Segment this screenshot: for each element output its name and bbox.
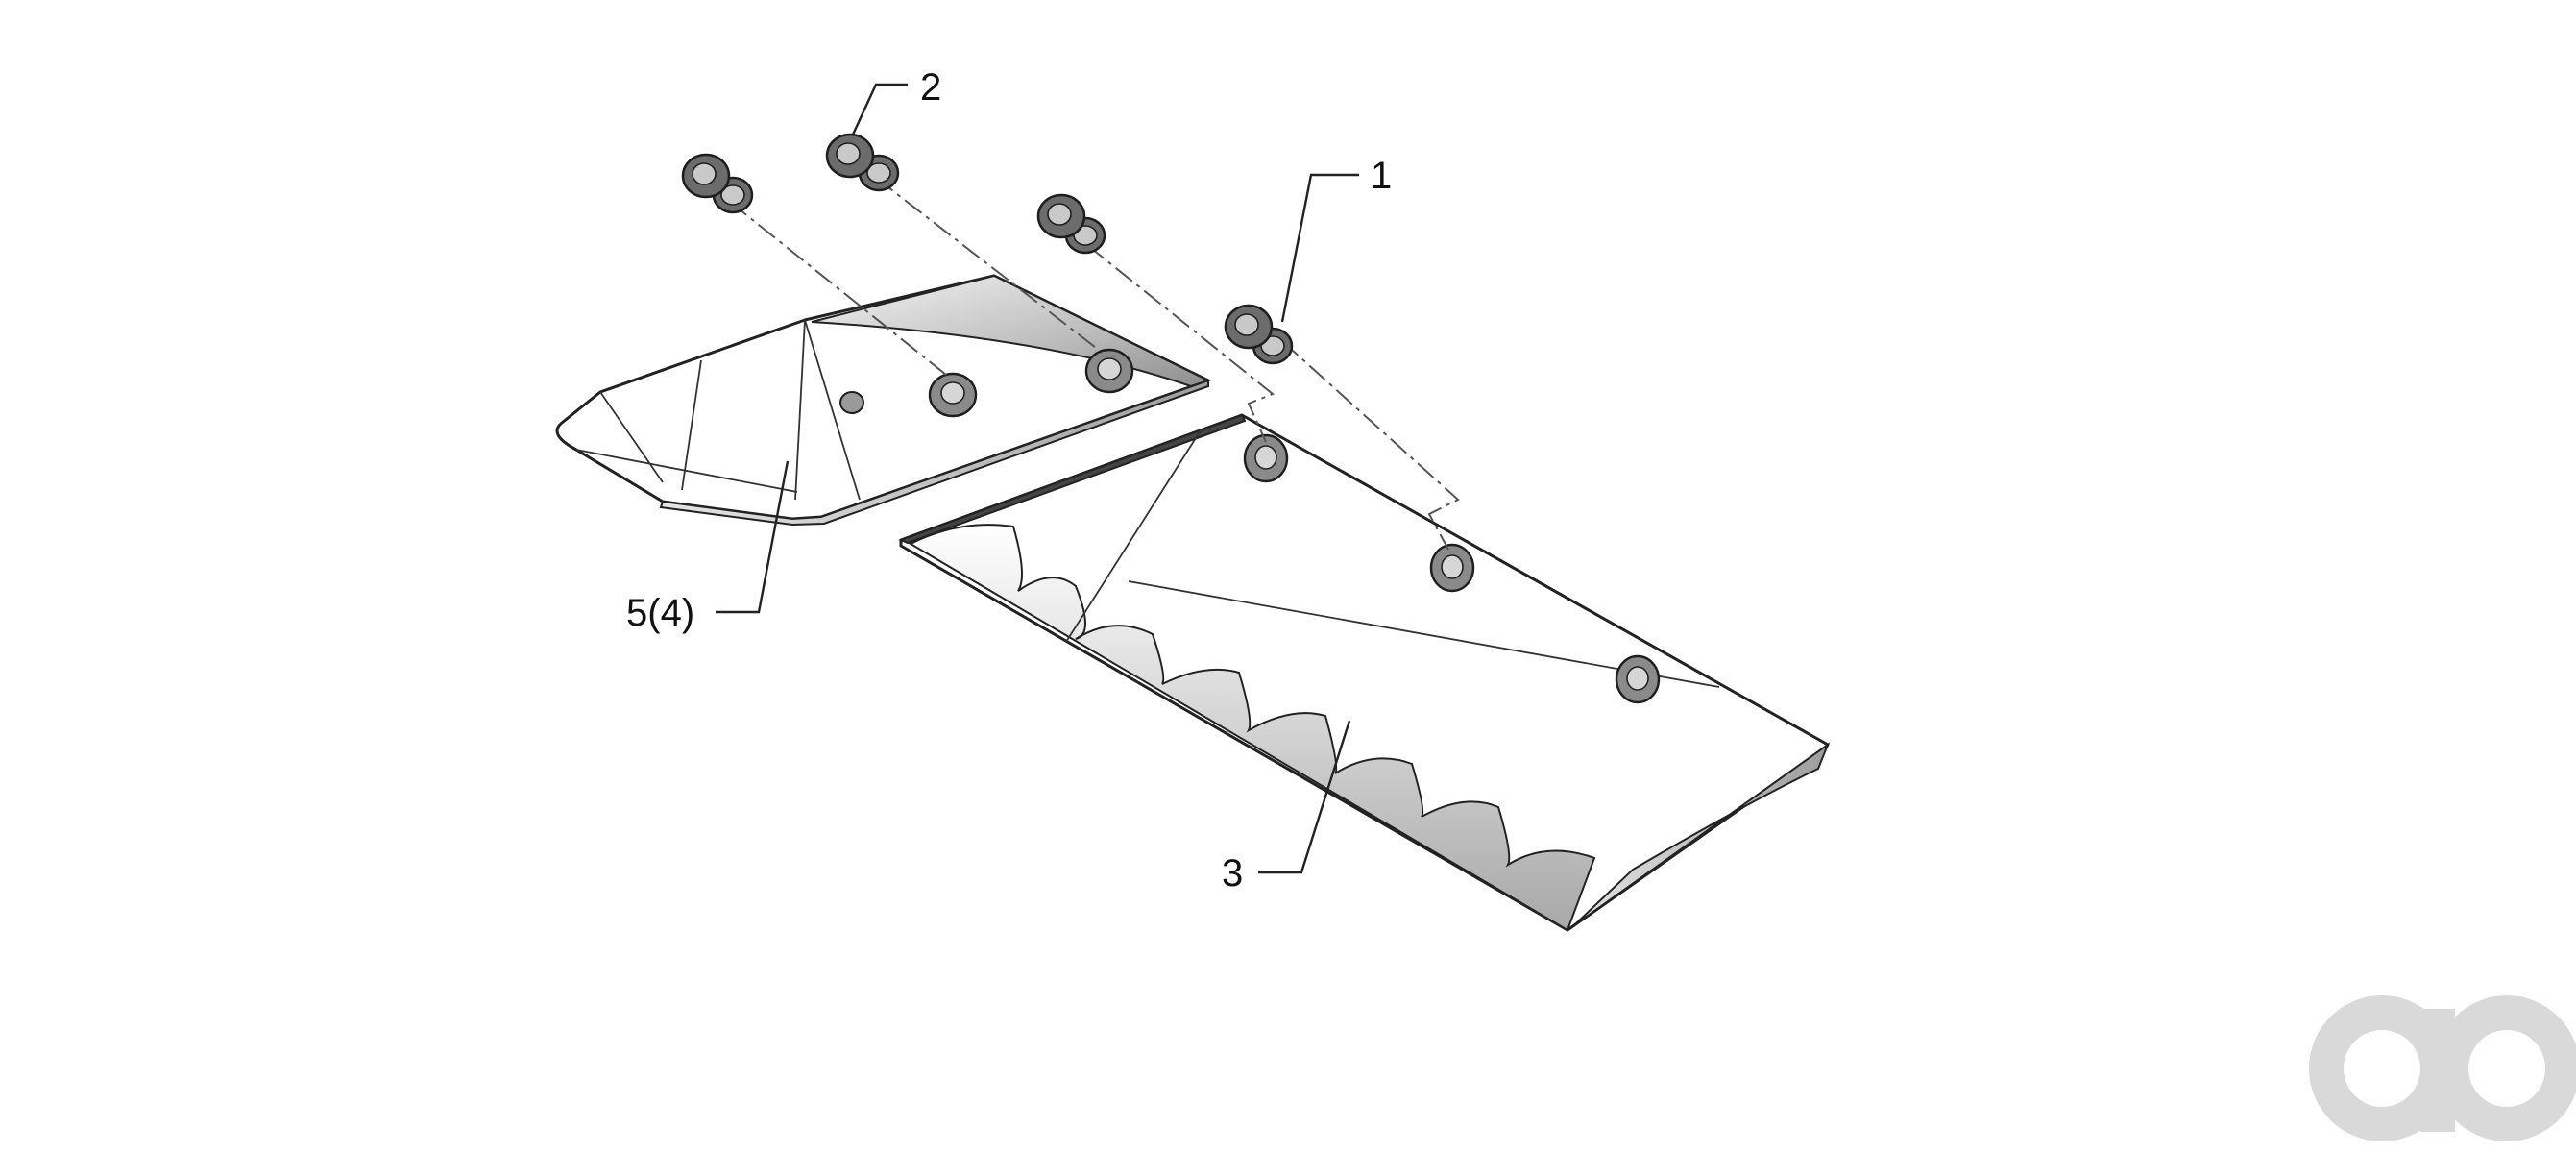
watermark-logo — [2309, 995, 2576, 1141]
blade-hole-1 — [1243, 433, 1289, 483]
upper-plate-edge-bevel — [659, 379, 1209, 527]
upper-plate-hole-2 — [1084, 348, 1134, 394]
callout-5: 5(4) — [626, 460, 790, 634]
callout-2: 2 — [851, 66, 941, 135]
bolt-fastener-c — [1036, 193, 1106, 255]
callout-1-label: 1 — [1371, 155, 1392, 197]
blade-top-bevel — [898, 413, 1247, 545]
callout-1: 1 — [1280, 155, 1392, 323]
blade-serrations — [908, 524, 1596, 932]
blade-edge-bevel — [1567, 742, 1831, 931]
upper-plate-small-hole — [839, 391, 864, 414]
callout-3-label: 3 — [1222, 852, 1243, 895]
bolt-fastener-a — [681, 153, 754, 214]
callout-5-label: 5(4) — [626, 592, 694, 634]
part-3-serrated-blade — [898, 413, 1831, 932]
bolt-fastener-d — [1224, 304, 1294, 365]
bolt-fastener-b — [825, 133, 900, 192]
part-5-upper-plate — [555, 274, 1211, 527]
upper-plate-bevel — [811, 274, 1211, 388]
assembly-lines — [729, 177, 1460, 551]
blade-hole-3 — [1615, 654, 1661, 704]
blade-hole-2 — [1429, 543, 1475, 593]
logo-o — [2434, 995, 2576, 1141]
upper-plate-hole-1 — [928, 372, 978, 418]
callout-3: 3 — [1222, 720, 1351, 895]
callout-2-label: 2 — [920, 66, 941, 109]
